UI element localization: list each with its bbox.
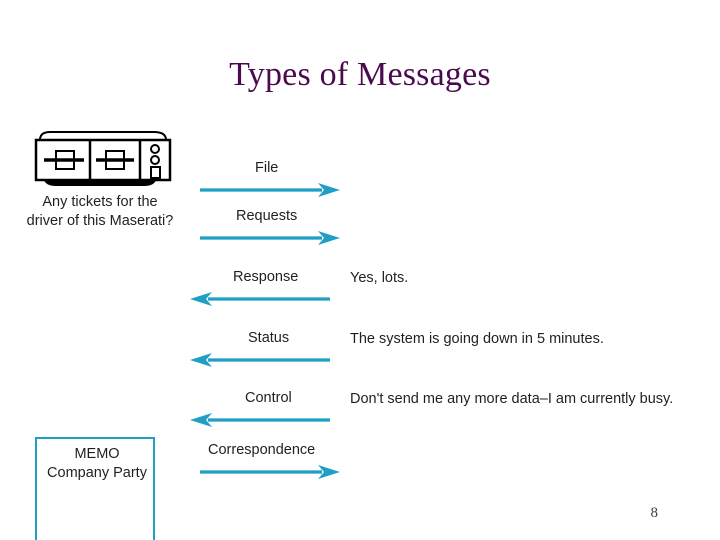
message-label-file: File (255, 160, 279, 176)
message-label-response: Response (233, 269, 299, 285)
arrow-right-requests (200, 230, 340, 246)
message-label-status: Status (248, 330, 290, 346)
arrow-right-correspondence (200, 464, 340, 480)
memo-line-2: Company Party (47, 465, 147, 481)
arrow-left-status (190, 352, 330, 368)
arrow-right-file (200, 182, 340, 198)
message-example-response: Yes, lots. (350, 270, 409, 286)
message-label-correspondence: Correspondence (208, 442, 316, 458)
memo-box: MEMO Company Party (35, 437, 155, 540)
page-number: 8 (650, 505, 659, 521)
computer-caption-line-1: Any tickets for the (42, 194, 158, 210)
page-title: Types of Messages (229, 56, 491, 93)
message-row-control: Control Don't send me any more data–I am… (190, 390, 710, 436)
message-label-control: Control (245, 390, 292, 406)
message-row-response: Response Yes, lots. (190, 269, 590, 315)
server-computer-icon (26, 126, 178, 188)
message-row-status: Status The system is going down in 5 min… (190, 330, 640, 376)
computer-caption-line-2: driver of this Maserati? (26, 213, 174, 229)
message-row-correspondence: Correspondence (200, 442, 370, 488)
message-example-status: The system is going down in 5 minutes. (350, 331, 604, 347)
message-row-requests: Requests (200, 208, 360, 254)
message-row-file: File (200, 160, 360, 206)
message-example-control: Don't send me any more data–I am current… (350, 391, 674, 407)
arrow-left-control (190, 412, 330, 428)
arrow-left-response (190, 291, 330, 307)
memo-line-1: MEMO (74, 446, 120, 462)
message-label-requests: Requests (236, 208, 298, 224)
memo-text: MEMO Company Party (15, 445, 179, 483)
computer-caption: Any tickets for the driver of this Maser… (0, 193, 200, 231)
